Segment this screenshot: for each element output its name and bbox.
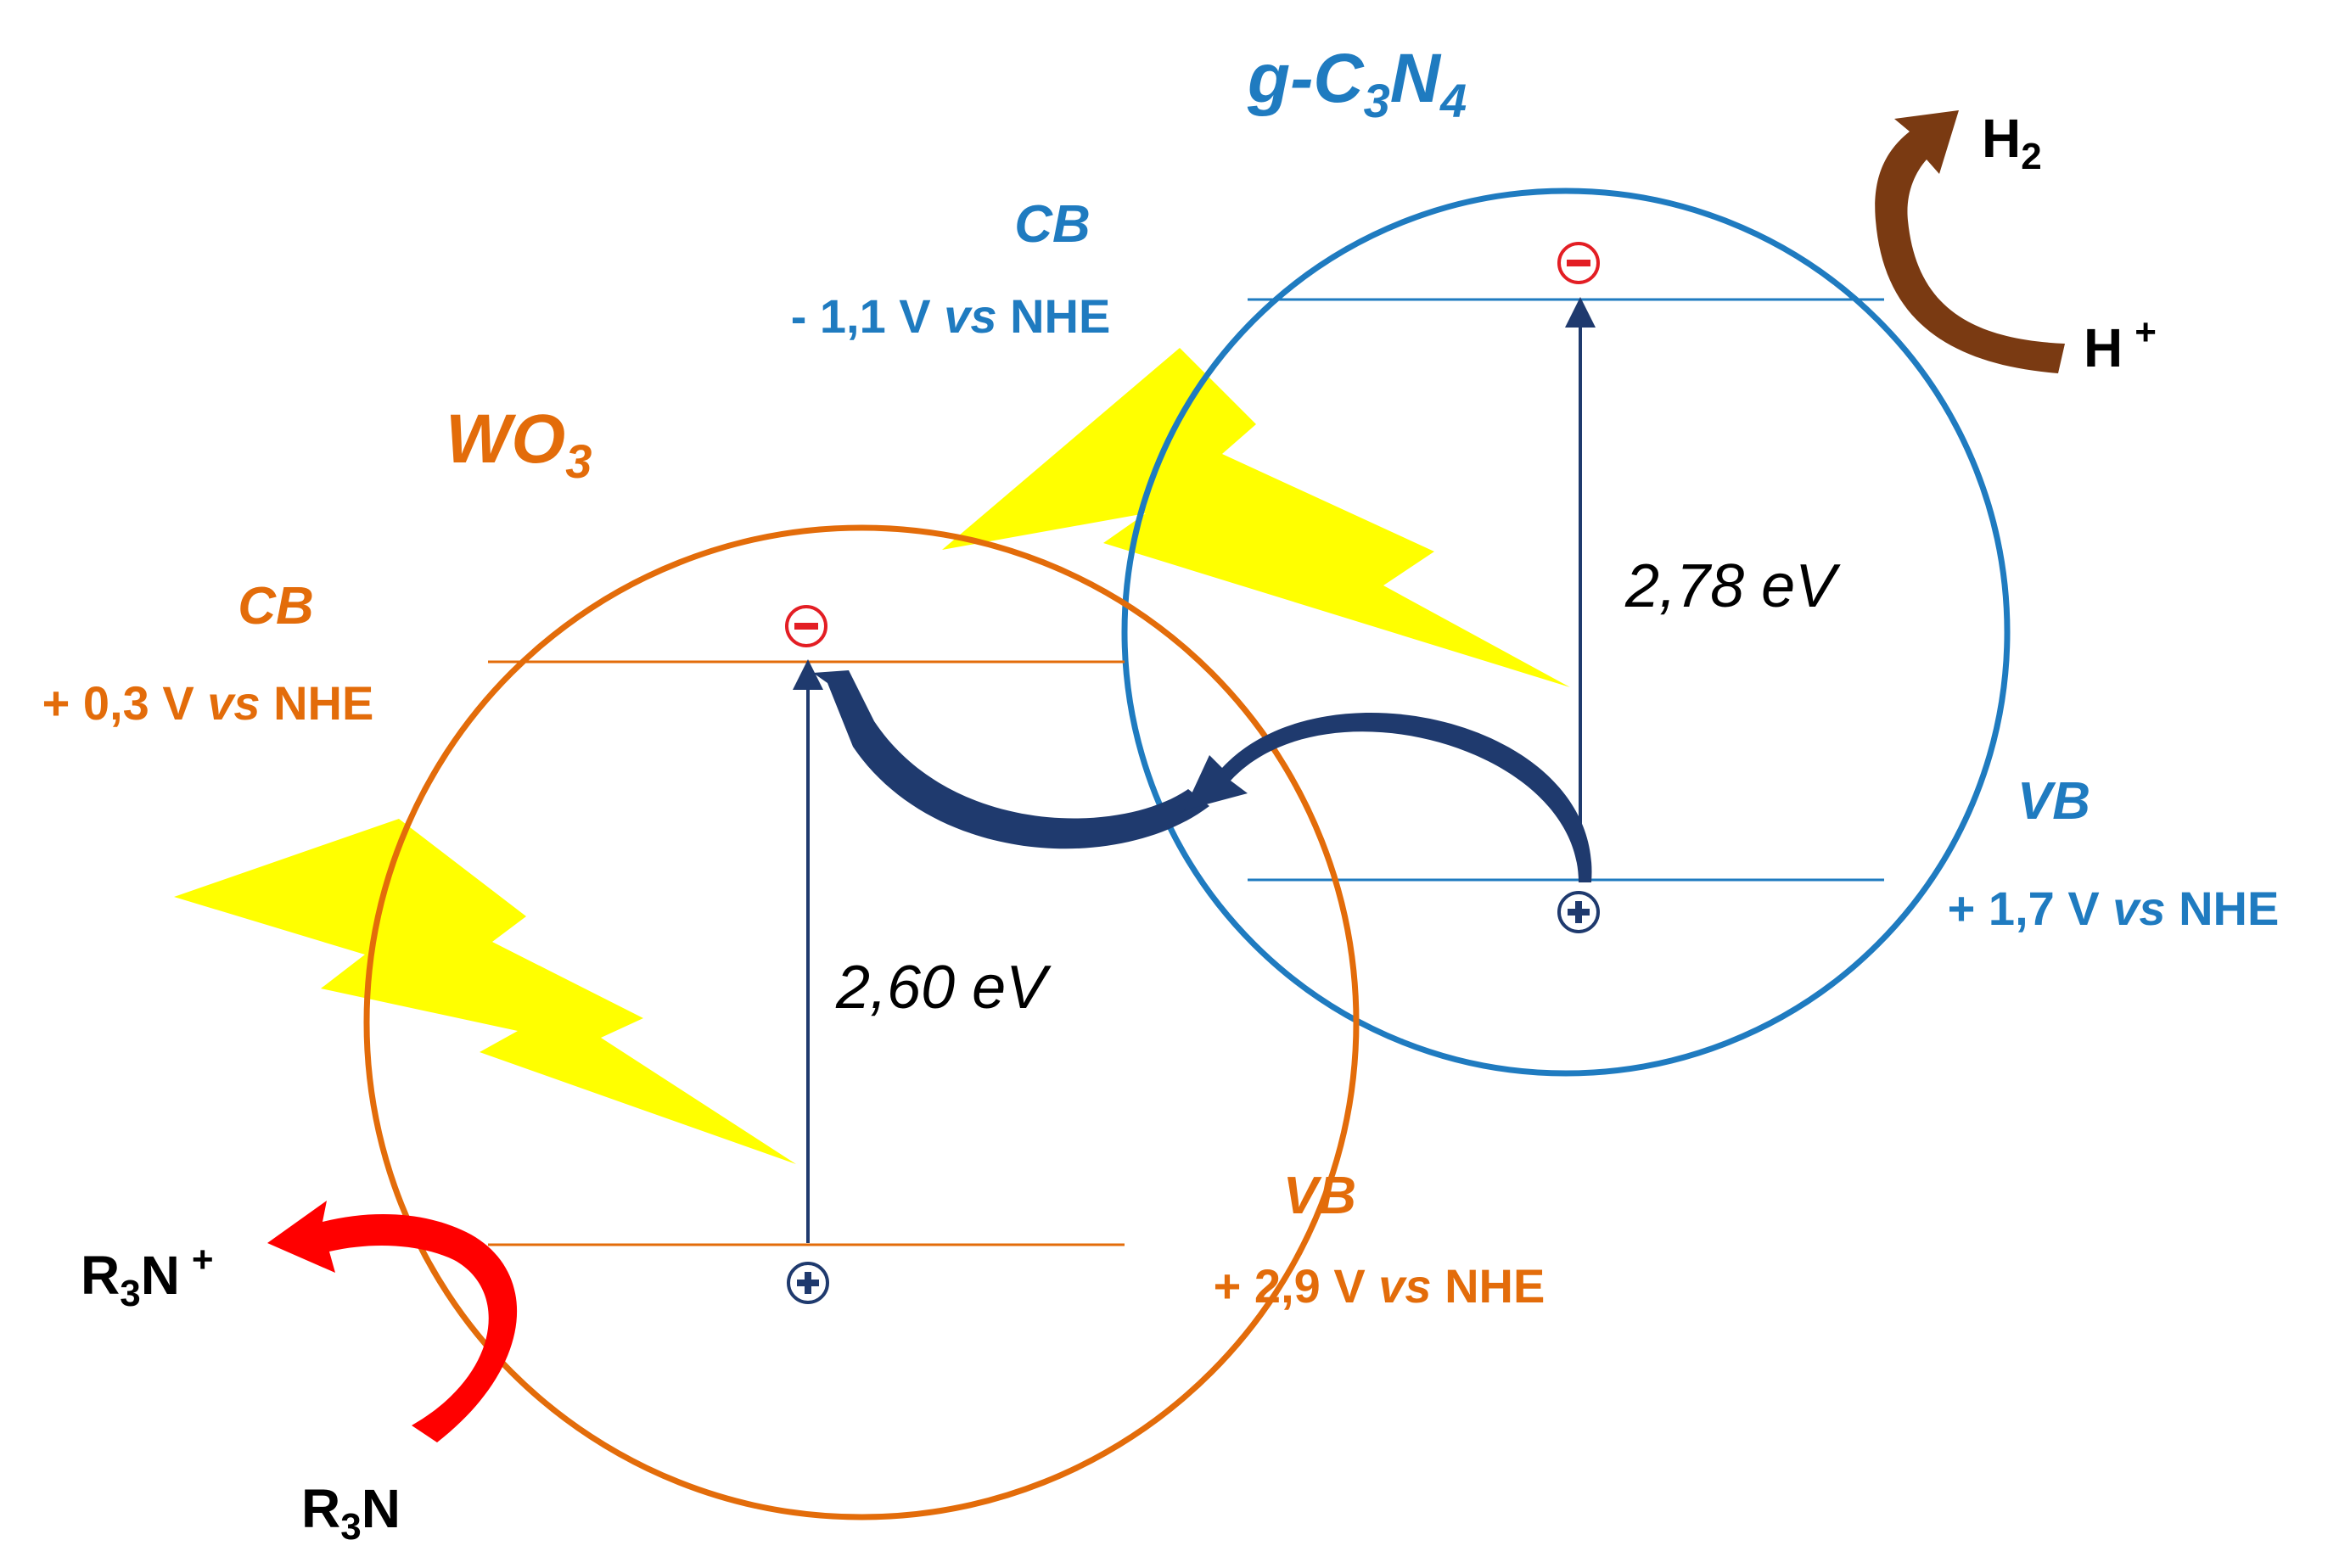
lightning-bolt-icon xyxy=(942,348,1570,687)
lightning-bolt-icon xyxy=(174,819,796,1164)
wo3-vb-potential: + 2,9 V vs NHE xyxy=(1214,1259,1545,1313)
minus-sign-icon xyxy=(785,605,827,647)
gcn-band-gap: 2,78 eV xyxy=(1624,552,1841,620)
wo3-vb-label: VB xyxy=(1283,1167,1356,1225)
gcn-cb-potential: - 1,1 V vs NHE xyxy=(791,289,1111,343)
r3nplus-label: R3N+ xyxy=(81,1239,214,1314)
gcn-particle xyxy=(1121,188,2011,1077)
gcn-circle xyxy=(1121,188,2011,1077)
wo3-title: WO3 xyxy=(446,400,592,488)
gcn-cb-label: CB xyxy=(1014,195,1091,254)
wo3-band-gap: 2,60 eV xyxy=(835,954,1052,1022)
r3n-label: R3N xyxy=(301,1478,401,1548)
gcn-title: g-C3N4 xyxy=(1247,40,1467,127)
h2-label: H2 xyxy=(1982,108,2042,177)
wo3-cb-potential: + 0,3 V vs NHE xyxy=(42,676,374,730)
plus-sign-icon xyxy=(787,1262,829,1304)
curved-arrow-icon xyxy=(813,670,1592,882)
curved-arrow-icon xyxy=(1875,110,2065,373)
wo3-particle xyxy=(363,524,1360,1520)
hplus-label: H+ xyxy=(2084,311,2157,378)
minus-sign-icon xyxy=(1557,242,1600,284)
wo3-circle xyxy=(363,524,1360,1520)
gcn-vb-label: VB xyxy=(2017,772,2090,831)
gcn-vb-potential: + 1,7 V vs NHE xyxy=(1948,882,2280,935)
plus-sign-icon xyxy=(1557,891,1600,933)
wo3-cb-label: CB xyxy=(238,577,314,636)
curved-arrow-icon xyxy=(267,1201,518,1442)
